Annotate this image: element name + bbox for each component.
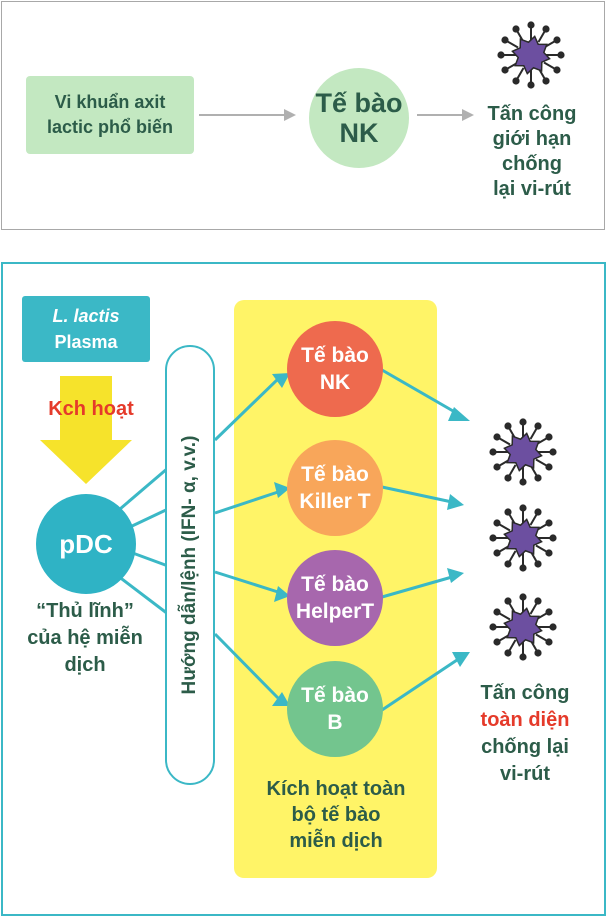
- virus-icon: [489, 593, 557, 661]
- nk-cell-top: Tế bào NK: [309, 68, 409, 168]
- command-label: Hướng dẫn/lệnh (IFN- α, v.v.): [179, 435, 200, 695]
- right-arrow-icon: [447, 568, 464, 583]
- comprehensive-attack-text: Tấn công toàn diện chống lại vi-rút: [462, 680, 588, 788]
- down-arrow-icon: [40, 376, 132, 484]
- nk-cell-label: Tế bào NK: [301, 344, 369, 394]
- right-arrow-icon: [274, 482, 290, 498]
- helper-t-cell: Tế bào HelperT: [287, 550, 383, 646]
- l-lactis-plasma-box: L. lactis Plasma: [22, 296, 150, 362]
- top-arrows: [199, 109, 474, 121]
- attack-line-1: Tấn công: [480, 682, 570, 704]
- attack-line-3: chống lại: [481, 736, 569, 758]
- virus-icon: [489, 418, 557, 486]
- b-cell: Tế bào B: [287, 661, 383, 757]
- plasma-label: Plasma: [54, 332, 118, 352]
- common-lactic-bacteria-label: Vi khuẩn axit lactic phổ biến: [46, 92, 174, 137]
- right-arrow-icon: [199, 109, 296, 121]
- attack-line-4: vi-rút: [500, 763, 550, 785]
- right-arrow-icon: [417, 109, 474, 121]
- killer-t-cell-label: Tế bào Killer T: [299, 463, 371, 513]
- connector-lines: [117, 368, 470, 712]
- nk-cell-top-label: Tế bào NK: [315, 88, 403, 148]
- pdc-label: pDC: [59, 528, 113, 559]
- right-arrow-icon: [447, 494, 464, 510]
- right-arrow-icon: [272, 692, 290, 706]
- helper-t-cell-label: Tế bào HelperT: [295, 573, 375, 623]
- killer-t-cell: Tế bào Killer T: [287, 440, 383, 536]
- pdc-caption: “Thủ lĩnh” của hệ miễn dịch: [27, 600, 143, 676]
- b-cell-label: Tế bào B: [301, 684, 369, 734]
- right-arrow-icon: [272, 373, 290, 388]
- limited-attack-text: Tấn công giới hạn chống lại vi-rút: [487, 103, 577, 200]
- attack-highlight: toàn diện: [480, 709, 570, 731]
- pdc-cell: pDC: [36, 494, 136, 594]
- top-panel: [1, 1, 605, 230]
- virus-icon: [489, 504, 557, 572]
- activate-all-caption: Kích hoạt toàn bộ tế bào miễn dịch: [266, 778, 406, 852]
- bottom-panel: [1, 262, 606, 916]
- activate-label: Kch hoạt: [48, 398, 134, 420]
- l-lactis-label: L. lactis: [52, 306, 120, 326]
- right-arrow-icon: [274, 586, 290, 602]
- command-pill: [165, 345, 215, 785]
- right-arrow-icon: [448, 407, 470, 421]
- virus-icon: [497, 21, 565, 89]
- right-arrow-icon: [452, 652, 470, 667]
- nk-cell: Tế bào NK: [287, 321, 383, 417]
- common-lactic-bacteria-box: Vi khuẩn axit lactic phổ biến: [26, 76, 194, 154]
